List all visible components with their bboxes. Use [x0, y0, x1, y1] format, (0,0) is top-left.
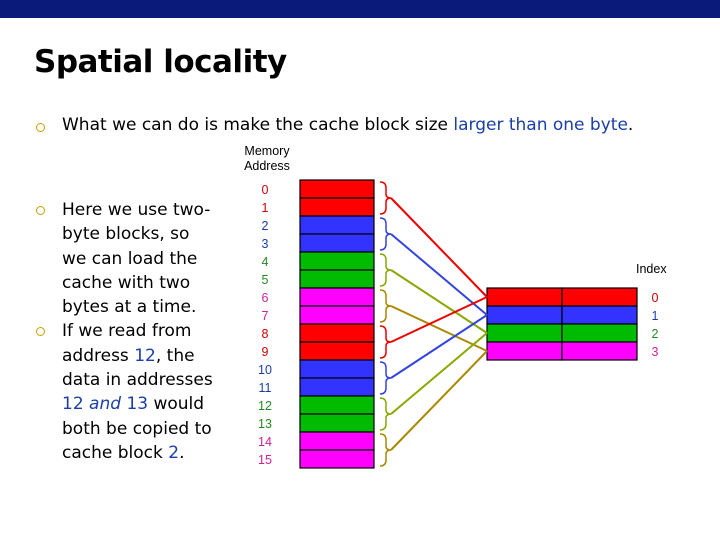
memory-address-15: 15 — [258, 453, 272, 467]
memory-address-13: 13 — [258, 417, 272, 431]
cache-block-3-byte-1 — [561, 341, 638, 361]
bullet-3-and: and — [89, 394, 122, 415]
memory-cell-9 — [299, 341, 375, 361]
mapping-line-4 — [390, 296, 488, 343]
memory-cell-13 — [299, 413, 375, 433]
block-brace-3 — [379, 289, 392, 323]
memory-address-6: 6 — [262, 291, 269, 305]
bullet-1-text-b: . — [627, 115, 634, 135]
bullet-1-text: What we can do is make the cache block s… — [62, 115, 633, 135]
side-bullets: Here we use two-byte blocks, so we can l… — [36, 198, 216, 465]
mapping-line-2 — [390, 269, 488, 334]
cache-index-1: 1 — [652, 309, 659, 323]
bullet-2: Here we use two-byte blocks, so we can l… — [36, 198, 216, 319]
block-brace-4 — [379, 325, 392, 359]
memory-address-11: 11 — [259, 381, 272, 395]
cache-index-3: 3 — [652, 345, 659, 359]
memory-address-9: 9 — [262, 345, 269, 359]
memory-address-10: 10 — [258, 363, 272, 377]
bullet-circle-icon — [36, 327, 45, 337]
cache-block-1-byte-0 — [486, 305, 563, 325]
mapping-line-1 — [390, 233, 488, 316]
memory-cell-12 — [299, 395, 375, 415]
block-brace-6 — [379, 397, 392, 431]
memory-cell-8 — [299, 323, 375, 343]
cache-block-2-byte-1 — [561, 323, 638, 343]
bullet-3-text-4: . — [179, 442, 185, 463]
memory-cell-11 — [299, 377, 375, 397]
memory-cell-14 — [299, 431, 375, 451]
memory-address-7: 7 — [262, 309, 269, 323]
block-brace-5 — [379, 361, 392, 395]
bullet-1-highlight: larger than one byte — [453, 115, 628, 135]
memory-cell-5 — [299, 269, 375, 289]
block-brace-2 — [379, 253, 392, 287]
memory-cell-1 — [299, 197, 375, 217]
memory-address-4: 4 — [262, 255, 269, 269]
mapping-line-5 — [390, 314, 488, 379]
memory-cell-2 — [299, 215, 375, 235]
slide-title: Spatial locality — [34, 44, 287, 80]
bullet-1-text-a: What we can do is make the cache block s… — [62, 115, 454, 135]
memory-address-2: 2 — [262, 219, 269, 233]
bullet-3-text-3: would both be copied to cache block — [62, 394, 212, 463]
memory-address-14: 14 — [258, 435, 272, 449]
memory-address-label: Memory Address — [244, 144, 290, 173]
memory-cell-3 — [299, 233, 375, 253]
cache-index-2: 2 — [652, 327, 659, 341]
top-bar — [0, 0, 720, 18]
memory-cell-0 — [299, 179, 375, 199]
bullet-3: If we read from address 12, the data in … — [36, 319, 216, 465]
block-brace-7 — [379, 433, 392, 467]
bullet-3-addr-12b: 12 — [62, 394, 84, 415]
bullet-circle-icon — [36, 206, 45, 215]
mapping-line-3 — [390, 305, 488, 352]
bullet-3-addr-12: 12 — [134, 345, 156, 366]
memory-address-0: 0 — [262, 183, 269, 197]
bullet-3-addr-13: 13 — [126, 394, 149, 415]
cache-block-0-byte-0 — [486, 287, 563, 307]
mapping-line-0 — [390, 197, 488, 298]
memory-address-12: 12 — [258, 399, 272, 413]
block-brace-1 — [379, 217, 392, 251]
bullet-3-text-1: If we read from address — [62, 321, 192, 366]
bullet-3-block-2: 2 — [168, 442, 180, 463]
memory-address-1: 1 — [262, 201, 269, 215]
block-brace-0 — [379, 181, 392, 215]
bullet-3-text-2: , the data in addresses — [62, 345, 213, 391]
memory-address-8: 8 — [262, 327, 269, 341]
bullet-circle-icon — [36, 123, 45, 132]
index-label: Index — [636, 262, 667, 276]
cache-block-1-byte-1 — [561, 305, 638, 325]
cache-block-3-byte-0 — [486, 341, 563, 361]
memory-address-3: 3 — [262, 237, 269, 251]
cache-block-0-byte-1 — [561, 287, 638, 307]
memory-cell-7 — [299, 305, 375, 325]
cache-index-0: 0 — [652, 291, 659, 305]
bullet-2-text: Here we use two-byte blocks, so we can l… — [62, 200, 211, 318]
mapping-line-6 — [390, 332, 488, 415]
memory-cell-10 — [299, 359, 375, 379]
memory-address-5: 5 — [262, 273, 269, 287]
memory-cell-4 — [299, 251, 375, 271]
cache-block-2-byte-0 — [486, 323, 563, 343]
mapping-line-7 — [390, 350, 488, 451]
memory-cell-15 — [299, 449, 375, 469]
memory-cell-6 — [299, 287, 375, 307]
